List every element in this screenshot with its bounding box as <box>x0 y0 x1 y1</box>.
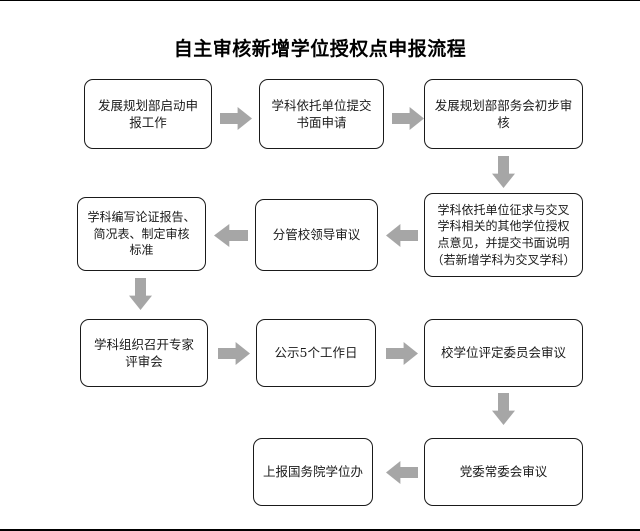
arrow-left-icon-n5-n6 <box>214 224 248 247</box>
flow-node-party-committee-review[interactable]: 党委常委会审议 <box>424 438 583 506</box>
flow-node-submit-written-application[interactable]: 学科依托单位提交 书面申请 <box>259 79 384 149</box>
flow-node-label: 学科依托单位征求与交叉 学科相关的其他学位授权 点意见，并提交书面说明 （若新增… <box>431 202 576 267</box>
flow-node-preliminary-review[interactable]: 发展规划部部务会初步审 核 <box>424 79 583 149</box>
flow-node-label: 校学位评定委员会审议 <box>440 345 566 361</box>
page-title: 自主审核新增学位授权点申报流程 <box>173 38 467 60</box>
flow-node-expert-review-meeting[interactable]: 学科组织召开专家 评审会 <box>80 319 208 387</box>
flow-node-label: 分管校领导审议 <box>272 227 361 243</box>
flow-node-interdisciplinary-consultation[interactable]: 学科依托单位征求与交叉 学科相关的其他学位授权 点意见，并提交书面说明 （若新增… <box>424 193 583 277</box>
flow-node-label: 公示5个工作日 <box>274 345 358 361</box>
flow-node-start-declaration[interactable]: 发展规划部启动申 报工作 <box>84 79 212 149</box>
flow-node-vice-president-review[interactable]: 分管校领导审议 <box>255 199 378 271</box>
flow-node-label: 学科依托单位提交 书面申请 <box>271 97 372 130</box>
arrow-left-icon-n10-n11 <box>386 461 418 484</box>
flow-node-label: 上报国务院学位办 <box>262 464 363 480</box>
arrow-right-icon-n7-n8 <box>218 342 250 365</box>
flow-node-write-report-standards[interactable]: 学科编写论证报告、 简况表、制定审核 标准 <box>77 197 206 271</box>
flow-node-label: 学科编写论证报告、 简况表、制定审核 标准 <box>87 210 196 258</box>
arrow-down-icon-n9-n10 <box>492 393 515 425</box>
arrow-left-icon-n4-n5 <box>386 224 418 247</box>
arrow-right-icon-n2-n3 <box>392 107 424 130</box>
flow-node-label: 发展规划部启动申 报工作 <box>97 97 198 130</box>
arrow-down-icon-n6-n7 <box>129 278 152 310</box>
flow-node-report-to-state-council[interactable]: 上报国务院学位办 <box>253 438 373 506</box>
flow-node-label: 学科组织召开专家 评审会 <box>93 336 194 369</box>
flow-node-label: 发展规划部部务会初步审 核 <box>434 97 573 130</box>
arrow-down-icon-n3-n4 <box>492 156 515 188</box>
flow-node-degree-committee-review[interactable]: 校学位评定委员会审议 <box>424 319 583 387</box>
flow-node-public-notice[interactable]: 公示5个工作日 <box>256 319 376 387</box>
arrow-right-icon-n8-n9 <box>386 342 418 365</box>
flow-node-label: 党委常委会审议 <box>459 464 548 480</box>
arrow-right-icon-n1-n2 <box>220 107 252 130</box>
